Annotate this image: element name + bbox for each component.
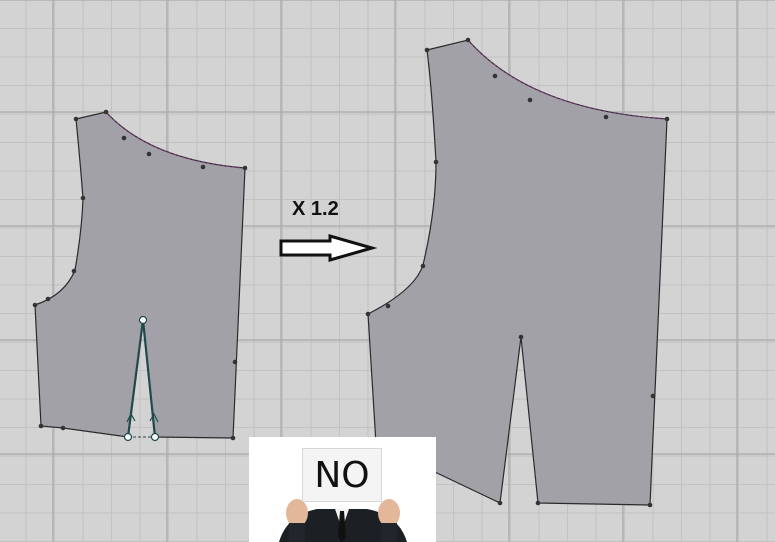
dart[interactable] [123, 315, 160, 442]
dart-leg-handle-left[interactable] [123, 432, 133, 442]
dart-leg-handle-right[interactable] [150, 432, 160, 442]
dart-apex-handle[interactable] [138, 315, 148, 325]
meme-image: NO [249, 437, 436, 542]
person-holding-sign-icon [279, 499, 407, 542]
right-arrow-icon [279, 234, 378, 262]
scale-factor-label: X 1.2 [292, 198, 339, 220]
sign-text: NO [314, 454, 370, 496]
vertex-points-scaled[interactable] [365, 37, 670, 508]
vertex-points[interactable] [32, 109, 248, 441]
pattern-piece-scaled[interactable] [365, 37, 670, 508]
no-sign: NO [302, 448, 382, 502]
pattern-piece-original[interactable] [32, 109, 248, 442]
